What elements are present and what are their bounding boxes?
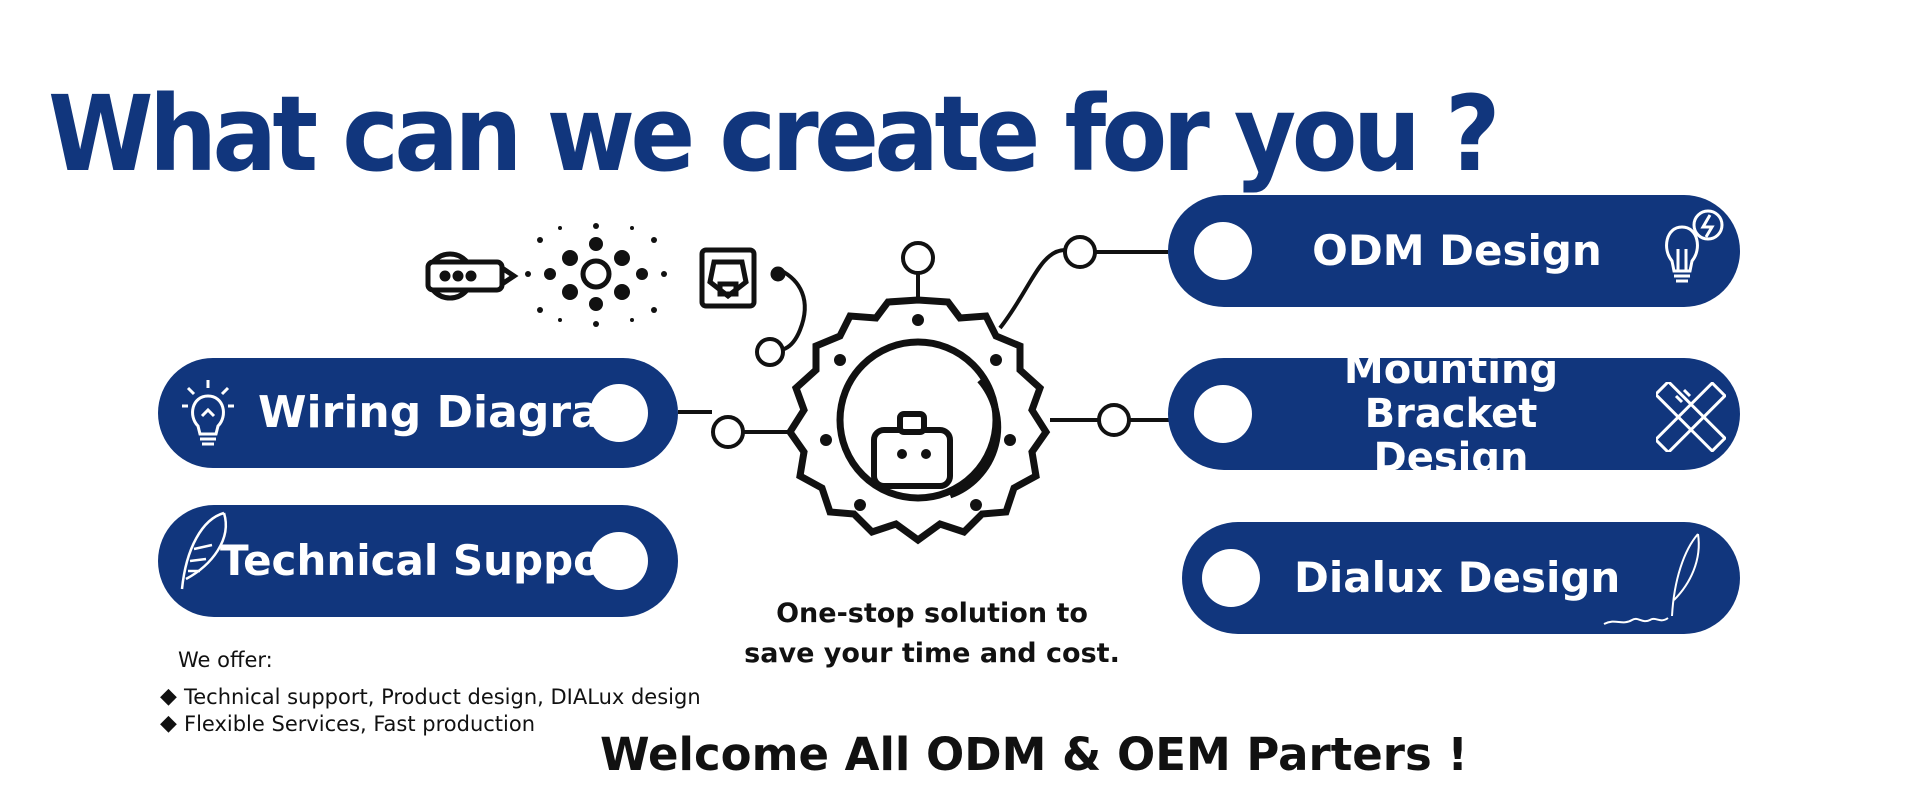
circuit-burst-icon	[525, 223, 667, 327]
caption-line-1: One-stop solution to	[776, 598, 1088, 629]
pill-label: Wiring Diagram	[258, 386, 647, 438]
offer-item-text: Technical support, Product design, DIALu…	[184, 684, 701, 709]
offer-section: We offer: ◆ Technical support, Product d…	[160, 648, 701, 738]
lightbulb-icon	[182, 380, 234, 446]
service-pill-dialux-design[interactable]: Dialux Design	[1182, 522, 1740, 634]
offer-item: ◆ Flexible Services, Fast production	[160, 711, 701, 736]
pill-dot	[1202, 549, 1260, 607]
connector-plug-icon	[425, 251, 519, 301]
pill-label: ODM Design	[1312, 225, 1602, 275]
pill-dot	[1194, 222, 1252, 280]
pill-dot	[590, 532, 648, 590]
page-headline: What can we create for you ?	[48, 73, 1501, 195]
pill-label: Mounting Bracket Design	[1343, 347, 1559, 481]
offer-title: We offer:	[178, 648, 273, 672]
pill-dot	[1194, 385, 1252, 443]
diamond-bullet-icon: ◆	[160, 711, 177, 736]
center-caption: One-stop solution to save your time and …	[722, 594, 1142, 674]
idea-bulb-icon	[1665, 209, 1724, 283]
caption-line-2: save your time and cost.	[744, 638, 1120, 669]
ruler-pencil-icon	[1656, 382, 1726, 452]
offer-item-text: Flexible Services, Fast production	[184, 711, 536, 736]
welcome-banner: Welcome All ODM & OEM Parters !	[600, 728, 1468, 781]
pill-label: Technical Support	[220, 535, 643, 585]
pill-label: Dialux Design	[1294, 552, 1621, 602]
feather-icon	[180, 511, 227, 590]
service-pill-technical-support[interactable]: Technical Support	[158, 505, 678, 617]
service-pill-wiring-diagram[interactable]: Wiring Diagram	[158, 358, 678, 468]
service-pill-odm-design[interactable]: ODM Design	[1168, 195, 1740, 307]
diamond-bullet-icon: ◆	[160, 684, 177, 709]
quill-signature-icon	[1603, 533, 1700, 625]
socket-icon	[699, 247, 786, 309]
service-pill-mounting-bracket[interactable]: Mounting Bracket Design	[1168, 348, 1740, 480]
offer-item: ◆ Technical support, Product design, DIA…	[160, 684, 701, 709]
pill-dot	[590, 384, 648, 442]
